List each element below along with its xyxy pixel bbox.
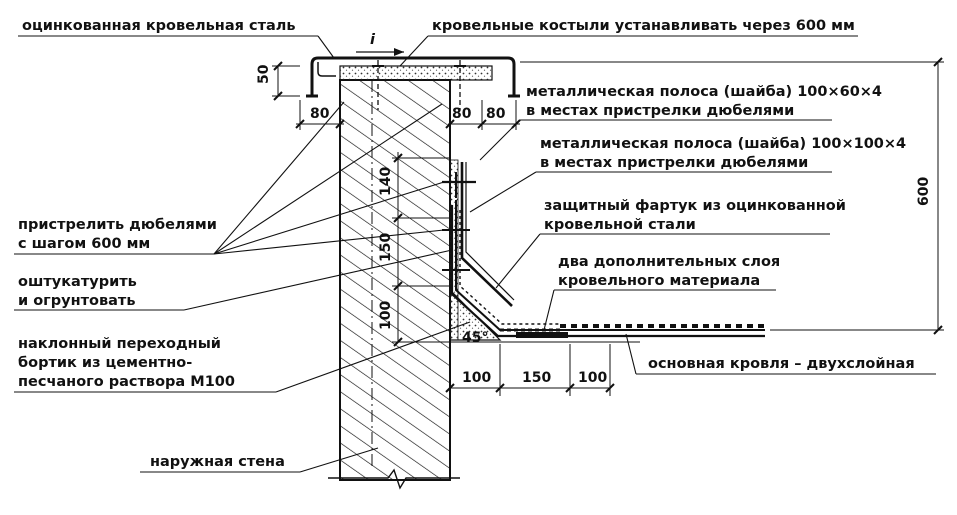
label-fillet-2: бортик из цементно- <box>18 355 192 371</box>
dim-total-height: 600 <box>916 177 932 206</box>
slope-arrow: i <box>356 32 404 56</box>
label-galvanized-steel: оцинкованная кровельная сталь <box>22 18 296 34</box>
outer-wall <box>339 79 451 481</box>
label-fillet-1: наклонный переходный <box>18 336 221 352</box>
angle-label: 45° <box>462 330 488 346</box>
label-apron-1: защитный фартук из оцинкованной <box>544 198 846 214</box>
dim-cap-height: 50 <box>256 64 272 84</box>
label-apron-2: кровельной стали <box>544 217 696 233</box>
dim-base-2: 150 <box>522 370 551 386</box>
dim-upstand-2: 150 <box>378 233 394 262</box>
dim-overhang-right-b: 80 <box>486 106 506 122</box>
label-strip-small-2: в местах пристрелки дюбелями <box>526 103 794 119</box>
break-line <box>328 468 460 490</box>
label-dowels-1: пристрелить дюбелями <box>18 217 217 233</box>
label-plaster-2: и огрунтовать <box>18 293 136 309</box>
label-outer-wall: наружная стена <box>150 454 285 470</box>
roof-flashing <box>442 159 765 341</box>
label-strip-large-1: металлическая полоса (шайба) 100×100×4 <box>540 136 906 152</box>
dimension-ticks <box>273 57 943 393</box>
label-strip-small-1: металлическая полоса (шайба) 100×60×4 <box>526 84 882 100</box>
label-roof-brackets: кровельные костыли устанавливать через 6… <box>432 18 855 34</box>
parapet-cap <box>306 56 520 110</box>
label-dowels-2: с шагом 600 мм <box>18 236 150 252</box>
dim-overhang-right-a: 80 <box>452 106 472 122</box>
dim-upstand-3: 100 <box>378 301 394 330</box>
label-main-roof: основная кровля – двухслойная <box>648 356 915 372</box>
dim-base-3: 100 <box>578 370 607 386</box>
label-extra-layers-1: два дополнительных слоя <box>558 254 780 270</box>
label-strip-large-2: в местах пристрелки дюбелями <box>540 155 808 171</box>
label-plaster-1: оштукатурить <box>18 274 137 290</box>
dim-base-1: 100 <box>462 370 491 386</box>
label-extra-layers-2: кровельного материала <box>558 273 760 289</box>
label-fillet-3: песчаного раствора М100 <box>18 374 235 390</box>
slope-label: i <box>370 32 376 48</box>
leader-lines <box>14 35 936 473</box>
dim-upstand-1: 140 <box>378 167 394 196</box>
dim-overhang-left: 80 <box>310 106 330 122</box>
